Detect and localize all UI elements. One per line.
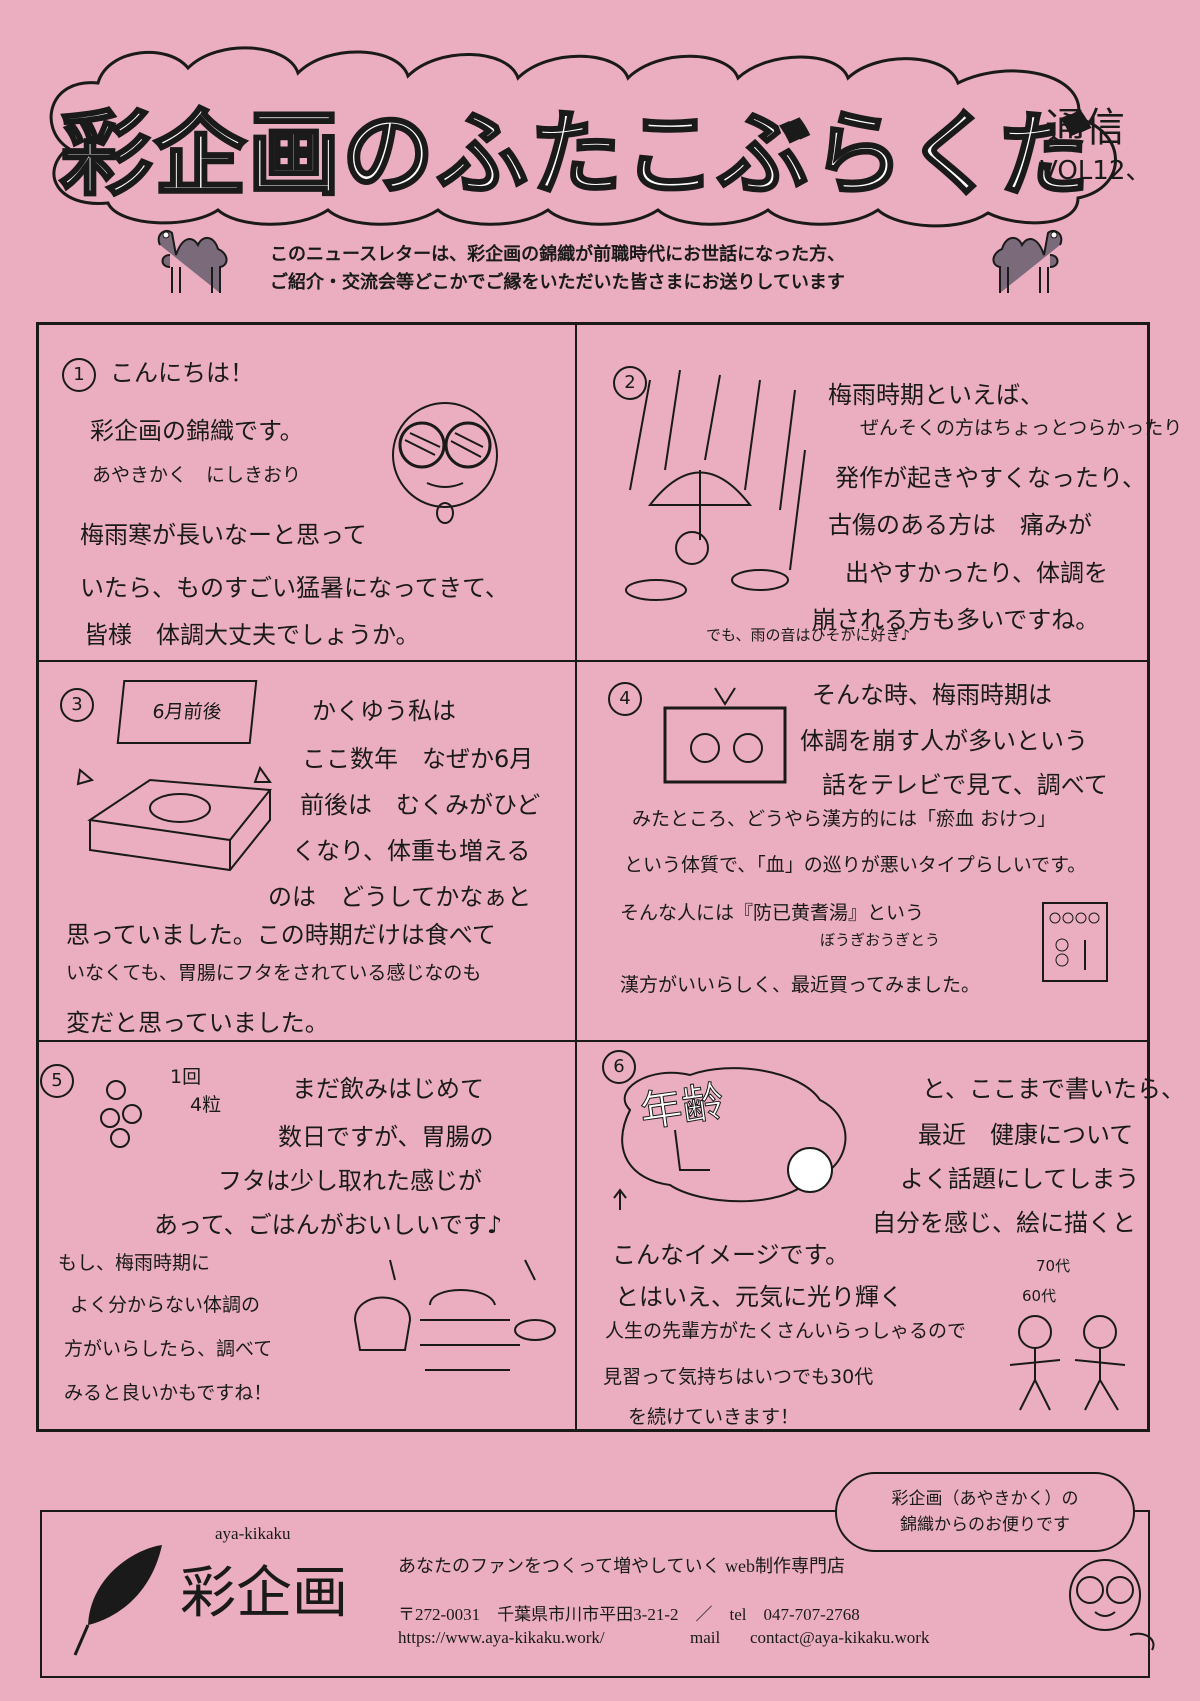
panel-reading: ぼうぎおうぎとう [820, 931, 941, 949]
rice-meal-illustration [353, 1259, 556, 1371]
panel-text: そんな時、梅雨時期は [812, 681, 1052, 709]
rain-umbrella-illustration [625, 370, 806, 601]
panel-text: みると良いかもですね！ [64, 1382, 273, 1404]
camel-illustration-right [992, 229, 1063, 293]
panel-text: 人生の先輩方がたくさんいらっしゃるので [605, 1320, 967, 1342]
pills-illustration [100, 1080, 142, 1148]
footer-tagline: あなたのファンをつくって増やしていく web制作専門店 [398, 1556, 846, 1576]
dose-label: 4粒 [190, 1094, 222, 1116]
camel-illustration-left [157, 229, 228, 293]
panel-number: 1 [62, 358, 96, 392]
panel-text: を続けていきます！ [628, 1406, 800, 1428]
panel-text: 皆様 体調大丈夫でしょうか。 [84, 621, 420, 649]
tv-illustration [663, 687, 787, 784]
panel-text: 見習って気持ちはいつでも30代 [603, 1366, 874, 1388]
panel-divider-horizontal [36, 1040, 1150, 1042]
panel-text: よく分からない体調の [70, 1294, 261, 1316]
speech-bubble: 彩企画（あやきかく）の 錦織からのお便りです [835, 1472, 1135, 1552]
feather-logo-icon [73, 1545, 162, 1656]
brand-name: 彩企画 [180, 1563, 348, 1625]
panel-text: 古傷のある方は 痛みが [828, 511, 1092, 539]
panel-note: でも、雨の音はひそかに好き♪ [706, 626, 911, 644]
medicine-box-illustration [1042, 902, 1108, 982]
title-cloud-frame [49, 46, 1117, 228]
brand-romaji: aya-kikaku [215, 1524, 291, 1543]
panel-text: 話をテレビで見て、調べて [822, 771, 1108, 799]
panel-text: いなくても、胃腸にフタをされている感じなのも [66, 962, 482, 984]
newsletter-title: 彩企画のふたこぶらくだ [58, 99, 1095, 210]
panel-number: 3 [60, 688, 94, 722]
glasses-face-illustration [392, 402, 498, 524]
panel-text: 方がいらしたら、調べて [64, 1338, 273, 1360]
scale-illustration [76, 765, 272, 872]
panel-text: という体質で、「血」の巡りが悪いタイプらしいです。 [624, 854, 1087, 876]
panel-text: こんなイメージです。 [612, 1241, 850, 1269]
seniors-illustration [1009, 1315, 1126, 1411]
panel-text: 最近 健康について [918, 1121, 1134, 1149]
footer-email-link[interactable]: contact@aya-kikaku.work [750, 1628, 930, 1647]
age-label: 60代 [1022, 1287, 1057, 1305]
panel-text: 思っていました。この時期だけは食べて [66, 921, 496, 949]
panel-text: 前後は むくみがひど [300, 791, 541, 819]
panel-text: ここ数年 なぜか6月 [302, 745, 534, 773]
panel-text: 体調を崩す人が多いという [800, 727, 1088, 755]
comic-panel-grid [36, 322, 1150, 1432]
panel-text: そんな人には『防已黄耆湯』という [620, 902, 925, 924]
panel-text: いたら、ものすごい猛暑になってきて、 [80, 574, 509, 602]
panel-text: よく話題にしてしまう [900, 1165, 1140, 1193]
panel-text: もし、梅雨時期に [58, 1252, 211, 1274]
bubble-line: 錦織からのお便りです [900, 1515, 1070, 1534]
panel-text: ぜんそくの方はちょっとつらかったり [860, 417, 1183, 439]
panel-text: まだ飲みはじめて [292, 1075, 484, 1103]
panel-text: 崩される方も多いですね。 [812, 606, 1100, 634]
panel-text: フタは少し取れた感じが [218, 1167, 482, 1195]
panel-text: あって、ごはんがおいしいです♪ [154, 1211, 503, 1239]
panel-text: 発作が起きやすくなったり、 [835, 464, 1147, 492]
panel-text: 梅雨時期といえば、 [828, 381, 1044, 409]
dose-label: 1回 [170, 1066, 202, 1088]
panel-divider-vertical [575, 322, 577, 1432]
panel-text: 数日ですが、胃腸の [278, 1123, 494, 1151]
panel-number: 5 [40, 1064, 74, 1098]
intro-line: このニュースレターは、彩企画の錦織が前職時代にお世話になった方、 [270, 244, 846, 264]
author-avatar-illustration [1069, 1559, 1155, 1651]
panel-text: 変だと思っていました。 [66, 1009, 329, 1037]
panel-text: 梅雨寒が長いなーと思って [80, 521, 367, 549]
panel-number: 2 [613, 366, 647, 400]
panel-1-heading: こんにちは！ [110, 359, 254, 387]
bubble-line: 彩企画（あやきかく）の [891, 1489, 1079, 1508]
panel-text: みたところ、どうやら漢方的には「瘀血 おけつ」 [632, 808, 1057, 830]
panel-text: のは どうしてかなぁと [268, 883, 532, 911]
panel-text: 彩企画の錦織です。 [90, 417, 304, 445]
footer-website-link[interactable]: https://www.aya-kikaku.work/ [398, 1628, 605, 1647]
volume-number: VOL12、 [1040, 156, 1152, 186]
panel-number: 4 [608, 682, 642, 716]
intro-text: このニュースレターは、彩企画の錦織が前職時代にお世話になった方、 ご紹介・交流会… [270, 240, 970, 296]
panel-text: かくゆう私は [312, 697, 456, 725]
panel-text: くなり、体重も増える [292, 837, 531, 865]
age-label: 70代 [1036, 1257, 1071, 1275]
panel-text: 自分を感じ、絵に描くと [872, 1209, 1136, 1237]
panel-divider-horizontal [36, 660, 1150, 662]
panel-text: と、ここまで書いたら、 [922, 1075, 1186, 1103]
panel-text: あやきかく にしきおり [92, 464, 302, 486]
panel-number: 6 [602, 1050, 636, 1084]
footer-mail-label: mail [690, 1628, 721, 1647]
footer-box [40, 1510, 1150, 1678]
newsletter-subtitle: 通信 [1045, 105, 1125, 151]
age-thought-bubble-illustration [613, 1067, 847, 1210]
intro-line: ご紹介・交流会等どこかでご縁をいただいた皆さまにお送りしています [270, 272, 845, 292]
panel-text: 出やすかったり、体調を [845, 559, 1109, 587]
footer-address: 〒272-0031 千葉県市川市平田3-21-2 ／ tel 047-707-2… [398, 1605, 860, 1624]
panel-text: とはいえ、元気に光り輝く [615, 1283, 903, 1311]
panel-text: 漢方がいいらしく、最近買ってみました。 [620, 974, 981, 996]
june-tag: 6月前後 [116, 680, 258, 744]
